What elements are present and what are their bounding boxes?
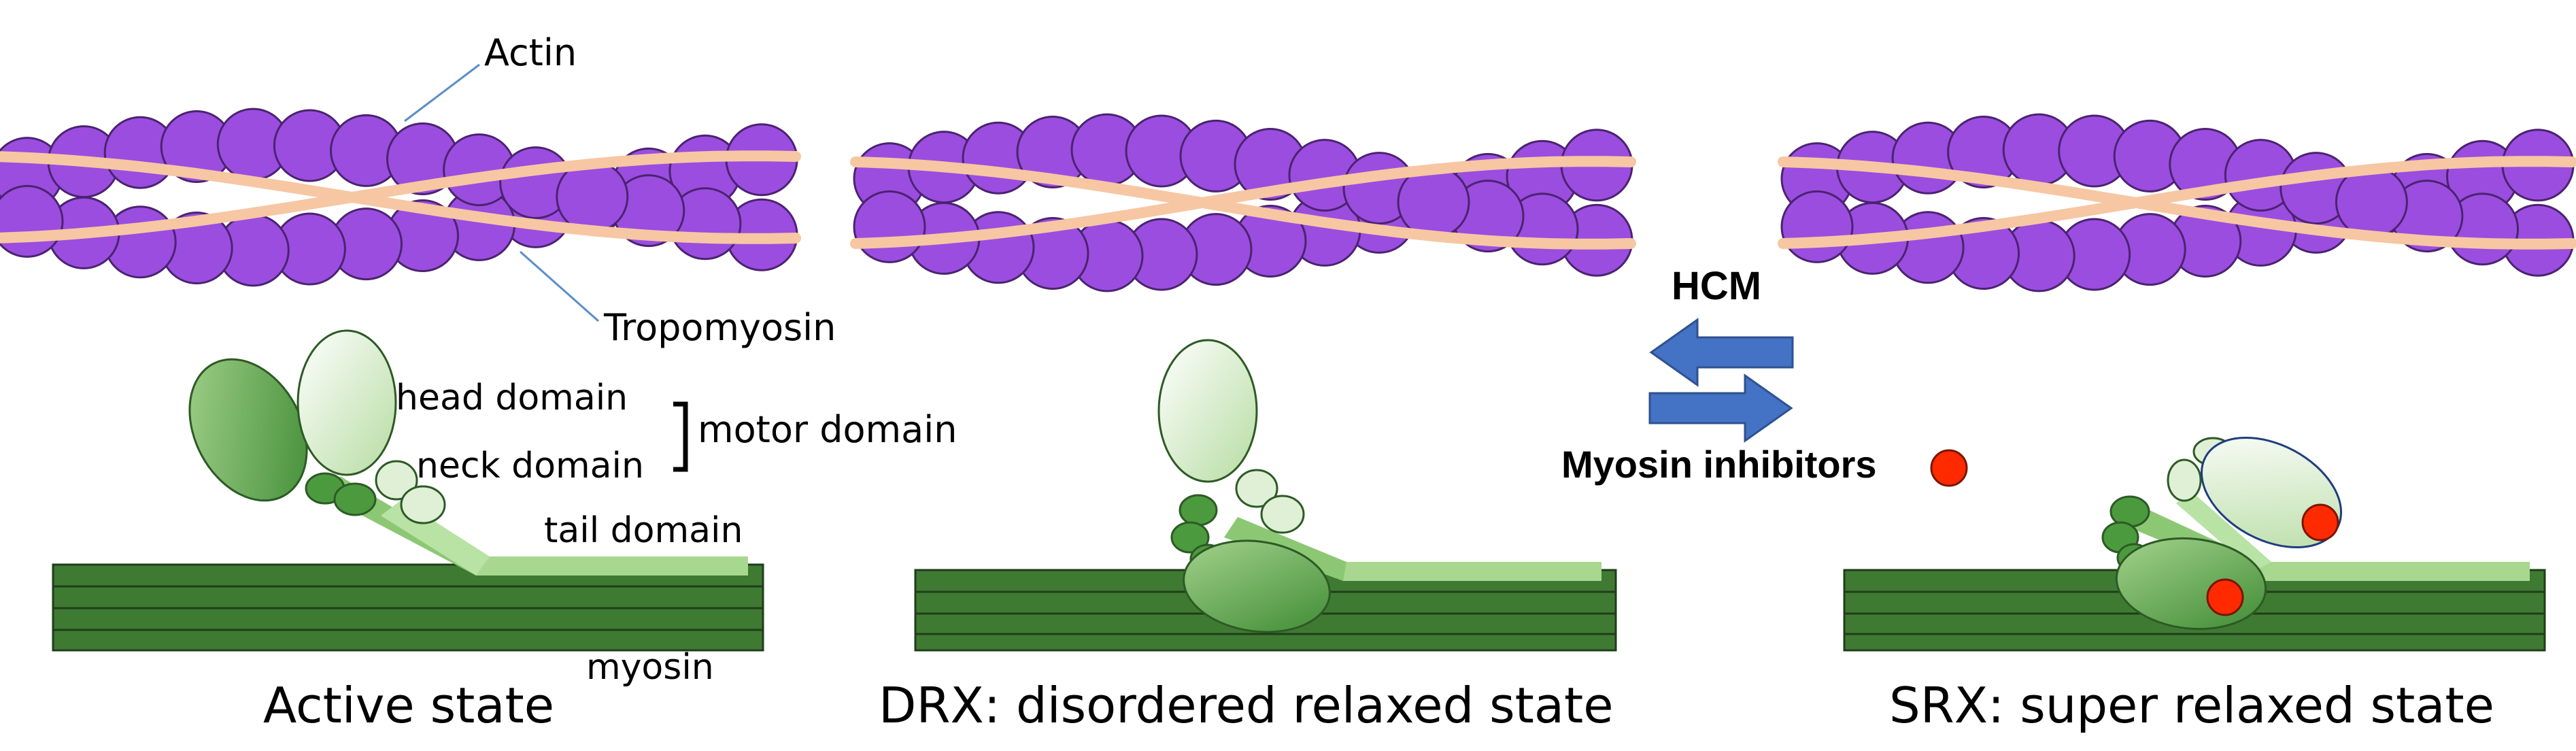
actin-leader-line [404,63,480,122]
motor-domain-label: motor domain [698,408,957,451]
tail-domain [1343,562,1601,581]
tropomyosin-strand [850,156,1636,249]
neck-domain-4 [1235,469,1278,508]
head-domain-dark [1183,539,1331,633]
inhibitor-legend-dot [1930,449,1968,487]
tropomyosin-strand [0,151,801,244]
actin-filament [850,113,1636,293]
neck-domain-2 [333,482,377,516]
motor-domain-bracket [673,401,688,472]
myosin-inhibitors-label: Myosin inhibitors [1561,443,1877,486]
neck-domain-1 [1179,494,1218,527]
drx-state-panel: DRX: disordered relaxed state [850,113,1636,734]
head-domain-dark [188,358,308,502]
actin-monomer [556,160,629,233]
myosin-molecule-drx [1157,339,1601,633]
thick-filament [52,563,764,652]
srx-state-panel: SRX: super relaxed state [1778,113,2576,734]
actin-filament [0,107,801,287]
tropomyosin-label: Tropomyosin [603,306,836,349]
tail-domain [476,556,748,575]
inhibitor-bound-lower [2206,578,2244,616]
actin-monomer [853,190,926,263]
neck-domain-2 [1170,521,1210,554]
myosin-label: myosin [586,647,714,688]
active-state-title: Active state [263,677,554,734]
tropomyosin-strand [1778,156,2576,250]
transition-arrows: HCM Myosin inhibitors [1561,264,1968,487]
left-arrow [1649,318,1794,387]
tail-domain [2258,562,2530,581]
neck-domain-label: neck domain [416,446,644,486]
neck-domain-3 [375,460,418,501]
tropomyosin-leader-line [520,250,599,322]
lever-arm-2 [2176,490,2271,571]
tropomyosin-strand [0,150,801,244]
active-state-panel: Actin Tropomyosin head domain neck domai… [0,31,957,734]
right-arrow [1648,373,1793,443]
srx-state-title: SRX: super relaxed state [1889,677,2494,734]
head-domain-light [1157,339,1258,483]
tail-domain-label: tail domain [544,510,743,551]
tropomyosin-strand [850,156,1636,250]
neck-domain-5 [1260,495,1305,534]
drx-state-title: DRX: disordered relaxed state [879,677,1614,734]
head-domain-label: head domain [396,378,628,418]
myosin-molecule-active [188,329,748,575]
hcm-label: HCM [1672,264,1761,308]
tropomyosin-strand [1778,156,2576,249]
neck-domain-4 [400,485,446,524]
myosin-molecule-srx [2101,436,2530,631]
inhibitor-bound-upper [2301,503,2339,541]
actin-label: Actin [484,31,577,74]
neck-domain-4 [2167,458,2202,502]
actin-monomer [1780,190,1854,263]
head-domain-light [296,329,397,476]
actin-monomer [0,184,64,258]
actin-filament [1778,113,2576,293]
